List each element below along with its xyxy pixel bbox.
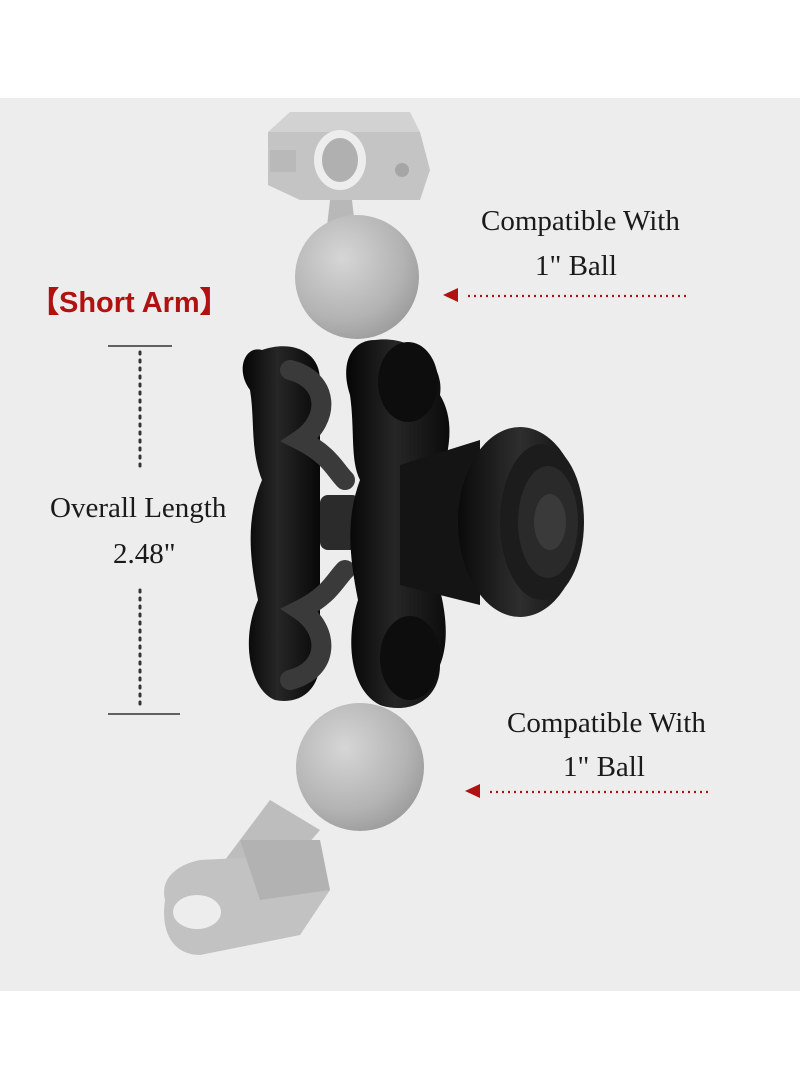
length-dimension [108,345,180,715]
short-arm-title: 【Short Arm】 [30,287,229,319]
bottom-compat-line2: 1" Ball [563,751,645,783]
bottom-ball [296,703,424,831]
bottom-pointer-arrow [465,784,710,798]
short-arm [242,339,584,709]
overall-length-value: 2.48" [113,538,176,570]
top-pointer-arrow [443,288,688,302]
top-compat-line1: Compatible With [481,205,680,237]
mirror-bolt-base-mount [164,800,330,955]
top-ball [295,215,419,339]
top-compat-line2: 1" Ball [535,250,617,282]
handlebar-clamp-mount [268,112,430,235]
overall-length-label: Overall Length [50,492,227,524]
bottom-compat-line1: Compatible With [507,707,706,739]
